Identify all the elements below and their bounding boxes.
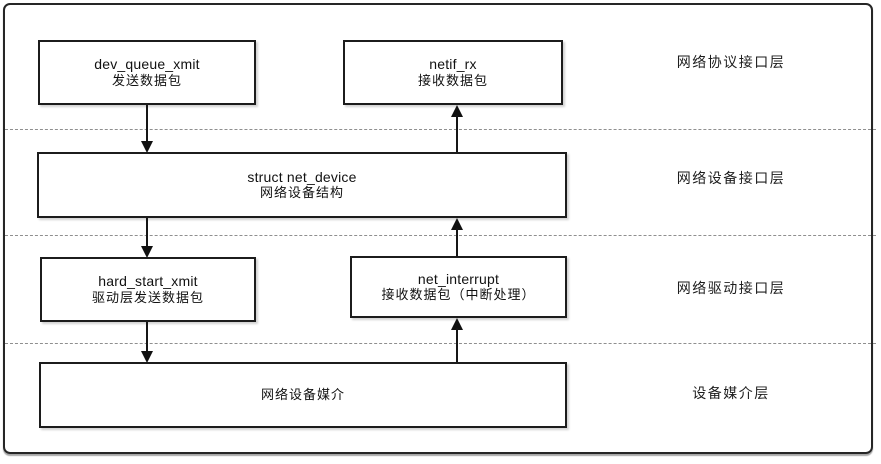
arrow-up-icon bbox=[451, 105, 463, 117]
layer-separator-protocol-device bbox=[5, 129, 876, 130]
box-network-device-medium: 网络设备媒介 bbox=[39, 362, 567, 428]
box-title: hard_start_xmit bbox=[98, 273, 198, 290]
arrow-down-icon bbox=[141, 141, 153, 153]
box-title: struct net_device bbox=[247, 168, 357, 185]
arrow-send-2-line bbox=[146, 218, 148, 247]
arrow-receive-2-line bbox=[456, 228, 458, 257]
arrow-send-3-line bbox=[146, 322, 148, 353]
layer-separator-driver-medium bbox=[5, 343, 876, 344]
box-dev-queue-xmit: dev_queue_xmit 发送数据包 bbox=[38, 40, 256, 105]
arrow-send-1-line bbox=[146, 105, 148, 143]
box-netif-rx: netif_rx 接收数据包 bbox=[343, 40, 563, 105]
box-subtitle: 网络设备结构 bbox=[259, 185, 344, 201]
layer-label-protocol: 网络协议接口层 bbox=[676, 54, 786, 70]
box-subtitle: 接收数据包 bbox=[417, 72, 488, 88]
diagram-outer-border bbox=[3, 3, 873, 454]
arrow-down-icon bbox=[141, 351, 153, 363]
box-net-interrupt: net_interrupt 接收数据包（中断处理） bbox=[350, 256, 567, 318]
layer-separator-device-driver bbox=[5, 235, 876, 236]
arrow-up-icon bbox=[451, 218, 463, 230]
layer-label-device: 网络设备接口层 bbox=[676, 170, 786, 186]
box-subtitle: 发送数据包 bbox=[111, 72, 182, 88]
arrow-receive-1-line bbox=[456, 115, 458, 152]
box-title: dev_queue_xmit bbox=[94, 56, 200, 73]
box-title: netif_rx bbox=[429, 56, 477, 73]
arrow-down-icon bbox=[141, 246, 153, 258]
box-subtitle: 驱动层发送数据包 bbox=[91, 289, 204, 305]
box-struct-net-device: struct net_device 网络设备结构 bbox=[37, 152, 567, 218]
box-title: 网络设备媒介 bbox=[260, 387, 345, 403]
arrow-receive-3-line bbox=[456, 328, 458, 362]
layer-label-medium: 设备媒介层 bbox=[692, 385, 770, 401]
box-title: net_interrupt bbox=[417, 270, 500, 287]
box-hard-start-xmit: hard_start_xmit 驱动层发送数据包 bbox=[40, 257, 256, 322]
layer-label-driver: 网络驱动接口层 bbox=[676, 280, 786, 296]
arrow-up-icon bbox=[451, 318, 463, 330]
box-subtitle: 接收数据包（中断处理） bbox=[381, 287, 536, 303]
